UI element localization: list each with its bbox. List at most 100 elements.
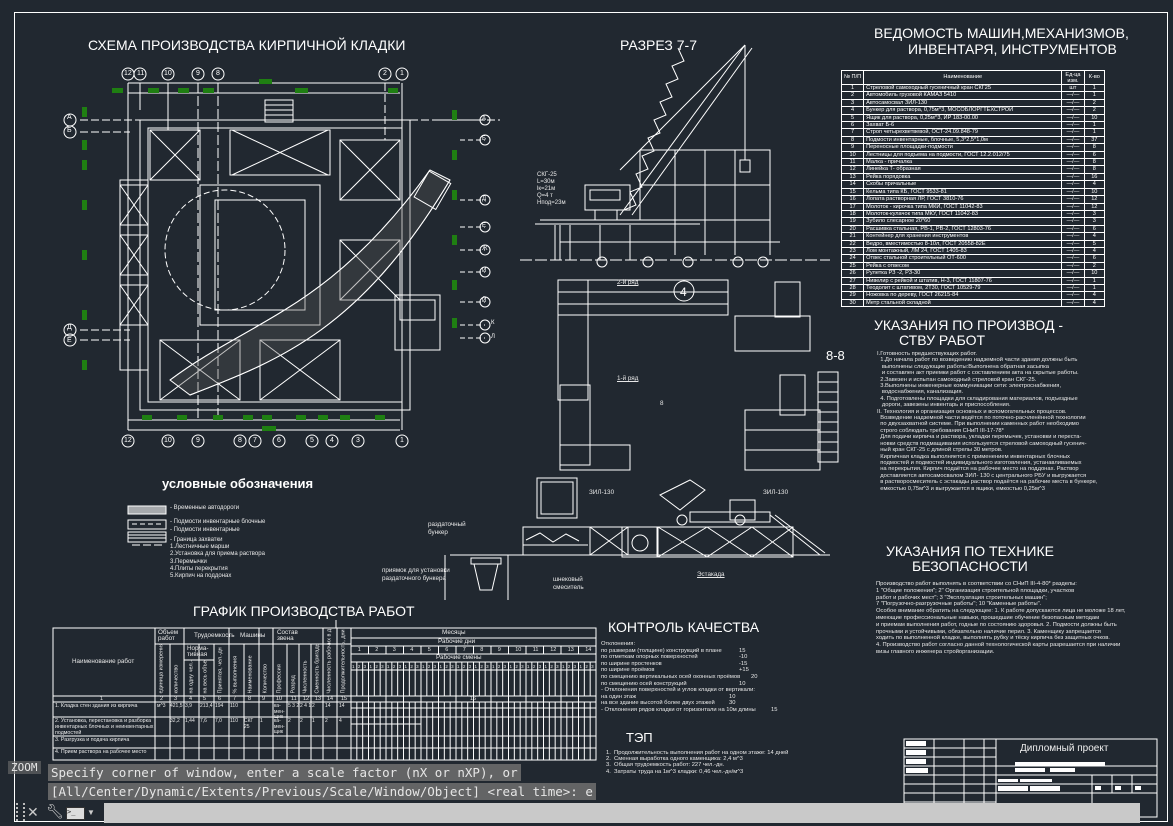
wrench-icon[interactable]: 🔧︎ (46, 803, 64, 819)
axis-label: Б (67, 127, 72, 134)
schedule-cell: 1,44 (185, 718, 195, 724)
schedule-day-number: 10 (515, 647, 522, 653)
text-line: Производство работ выполнять в соответст… (876, 581, 1077, 587)
row-qty: 16 (1083, 172, 1106, 182)
schedule-months: Месяцы (442, 629, 466, 636)
axis-label: Д (482, 196, 487, 202)
safety-text: Производство работ выполнять в соответст… (876, 581, 1125, 656)
schedule-col-number: 16 (470, 696, 477, 702)
quality-param: на один этаж (601, 693, 637, 700)
axis-label: 1 (400, 437, 404, 444)
command-grip-handle[interactable] (16, 803, 25, 821)
row-num: 8 (840, 135, 865, 145)
row-num: 14 (840, 180, 865, 189)
schedule-shift-number: 2 (462, 664, 466, 669)
schedule-shift-number: 2 (567, 664, 571, 669)
row-num: 6 (840, 121, 865, 130)
schedule-cell: м^3 (157, 703, 166, 709)
axis-label: 6 (277, 437, 281, 444)
legend-items: - Временные автодороги - Подмости инвент… (170, 505, 265, 580)
schedule-day-number: 12 (550, 647, 557, 653)
section-88-label: 8-8 (826, 348, 845, 363)
text-line: 3. Общая трудоемкость работ: 227 чел.-дн… (606, 762, 725, 769)
schedule-shift-number: 2 (480, 664, 483, 669)
quality-row: Отклонения: (601, 641, 781, 648)
safety-title-1: УКАЗАНИЯ ПО ТЕХНИКЕ (886, 543, 1054, 559)
quality-value: 15 (771, 706, 778, 713)
axis-label: 8 (238, 437, 242, 444)
schedule-col-number: 5 (203, 696, 207, 702)
row-qty: 2 (1083, 98, 1106, 108)
row-qty: 1 (1083, 91, 1106, 100)
text-line: водоснабжения, канализация. (877, 389, 964, 396)
text-line: 1 "Общие положения"; 2" Организация стро… (876, 587, 1075, 594)
command-history-line-2: [All/Center/Dynamic/Extents/Previous/Sca… (48, 783, 596, 800)
row-num: 23 (840, 246, 865, 256)
schedule-cell: 14 (339, 703, 345, 709)
tep-text: 1. Продолжительность выполнения работ на… (606, 750, 788, 775)
text-line: 3.Выполнены инженерные коммуникации сети… (877, 383, 1062, 390)
text-line: Возведение надземной части ведётся по по… (877, 415, 1086, 422)
quality-row: по ширине проёмов+15 (601, 667, 781, 674)
schedule-cell: 2 (325, 718, 328, 724)
schedule-shift-number: 3 (591, 664, 594, 669)
fragment-row-1: 1-й ряд (617, 375, 639, 382)
schedule-shift-number: 2 (410, 664, 413, 669)
text-line: 1.До начала работ по возведению надземно… (877, 357, 1078, 364)
quality-row: по отметкам опорных поверхностей-10 (601, 654, 781, 661)
chevron-down-icon[interactable]: ▼ (87, 808, 95, 817)
axis-label: 11 (137, 70, 145, 77)
command-history-line-1: Specify corner of window, enter a scale … (48, 764, 521, 781)
truck-label-2: ЗИЛ-130 (763, 489, 789, 496)
quality-param: по смещению вертикальных осей оконных пр… (601, 673, 741, 680)
quality-value: 10 (739, 680, 746, 687)
crane-note-line: Q=4 т (537, 193, 553, 199)
quality-value: -10 (739, 654, 748, 661)
schedule-shift-number: 3 (538, 664, 542, 669)
schedule-shifts-label: Рабочие смены (436, 654, 482, 661)
quality-row: - Отклонения поверхностей и углов кладки… (601, 687, 781, 694)
row-qty: 5 (1083, 239, 1106, 248)
axis-label: Д (67, 324, 72, 331)
row-qty: 3 (1083, 217, 1106, 226)
dim-label: 8 (660, 400, 664, 407)
schedule-cell: 5 3 2 (288, 703, 300, 709)
schedule-day-number: 7 (462, 647, 466, 653)
command-input-bar[interactable] (104, 803, 1140, 823)
schedule-shift-number: 1 (404, 664, 408, 669)
close-icon[interactable]: ✕ (27, 804, 39, 820)
schedule-title: ГРАФИК ПРОИЗВОДСТВА РАБОТ (193, 603, 415, 619)
quality-value: 15 (739, 647, 746, 654)
schedule-shift-number: 1 (562, 664, 565, 669)
row-qty: 6 (1083, 254, 1106, 263)
row-qty: 1 (1083, 283, 1106, 293)
bunker-label: раздаточный бункер (428, 521, 466, 537)
quality-value: 20 (751, 673, 758, 680)
row-num: 18 (840, 209, 865, 219)
text-line: 4. Подготовлены площадки для складирован… (877, 395, 1078, 402)
schedule-shift-number: 2 (585, 664, 588, 669)
schedule-shift-number: 2 (445, 664, 448, 669)
schedule-cell: 7,6 (200, 718, 207, 724)
schedule-day-number: 1 (357, 647, 361, 653)
row-qty: 4 (1083, 232, 1106, 241)
schedule-cell: 3,9 (185, 703, 192, 709)
schedule-shift-number: 3 (416, 664, 419, 669)
schedule-shift-number: 1 (369, 664, 373, 669)
row-qty: 6 (1083, 224, 1106, 234)
command-prompt-icon[interactable]: >_ (66, 807, 85, 820)
schedule-col-number: 6 (218, 696, 222, 702)
